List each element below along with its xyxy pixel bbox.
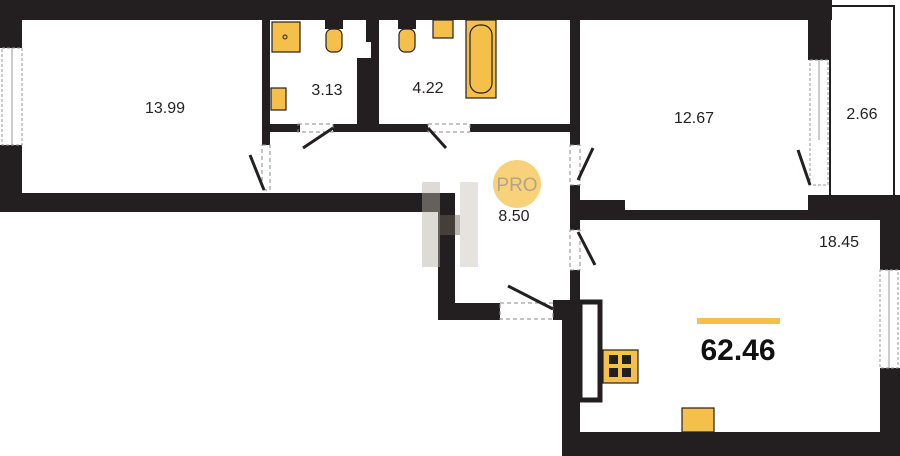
pro-badge [493,160,541,208]
watermark-logo [422,182,478,267]
fixtures [270,19,715,433]
total-area-accent-bar [697,318,780,324]
room-area-hallway: 8.50 [498,208,529,225]
windows [1,47,899,369]
sink-icon [432,19,454,39]
total-area: 62.46 [700,334,775,367]
stove-icon [602,349,639,384]
toilet-icon [398,28,416,53]
room-area-bedroom-left: 13.99 [145,100,185,117]
shower-tray-icon [271,21,301,53]
kitchen-sink-icon [681,407,715,433]
toilet-icon [325,28,343,53]
doors [248,123,812,320]
room-area-balcony: 2.66 [846,106,877,123]
room-area-kitchen-living: 18.45 [819,234,859,251]
room-area-bathroom-large: 4.22 [412,80,443,97]
sink-icon [270,87,287,111]
toilet-tank-icon [325,20,343,29]
room-area-bedroom-right: 12.67 [674,110,714,127]
pro-badge-label: PRO [496,175,537,196]
room-area-bathroom-small: 3.13 [311,82,342,99]
balcony-outline [829,5,895,201]
bathtub-icon [465,19,497,99]
